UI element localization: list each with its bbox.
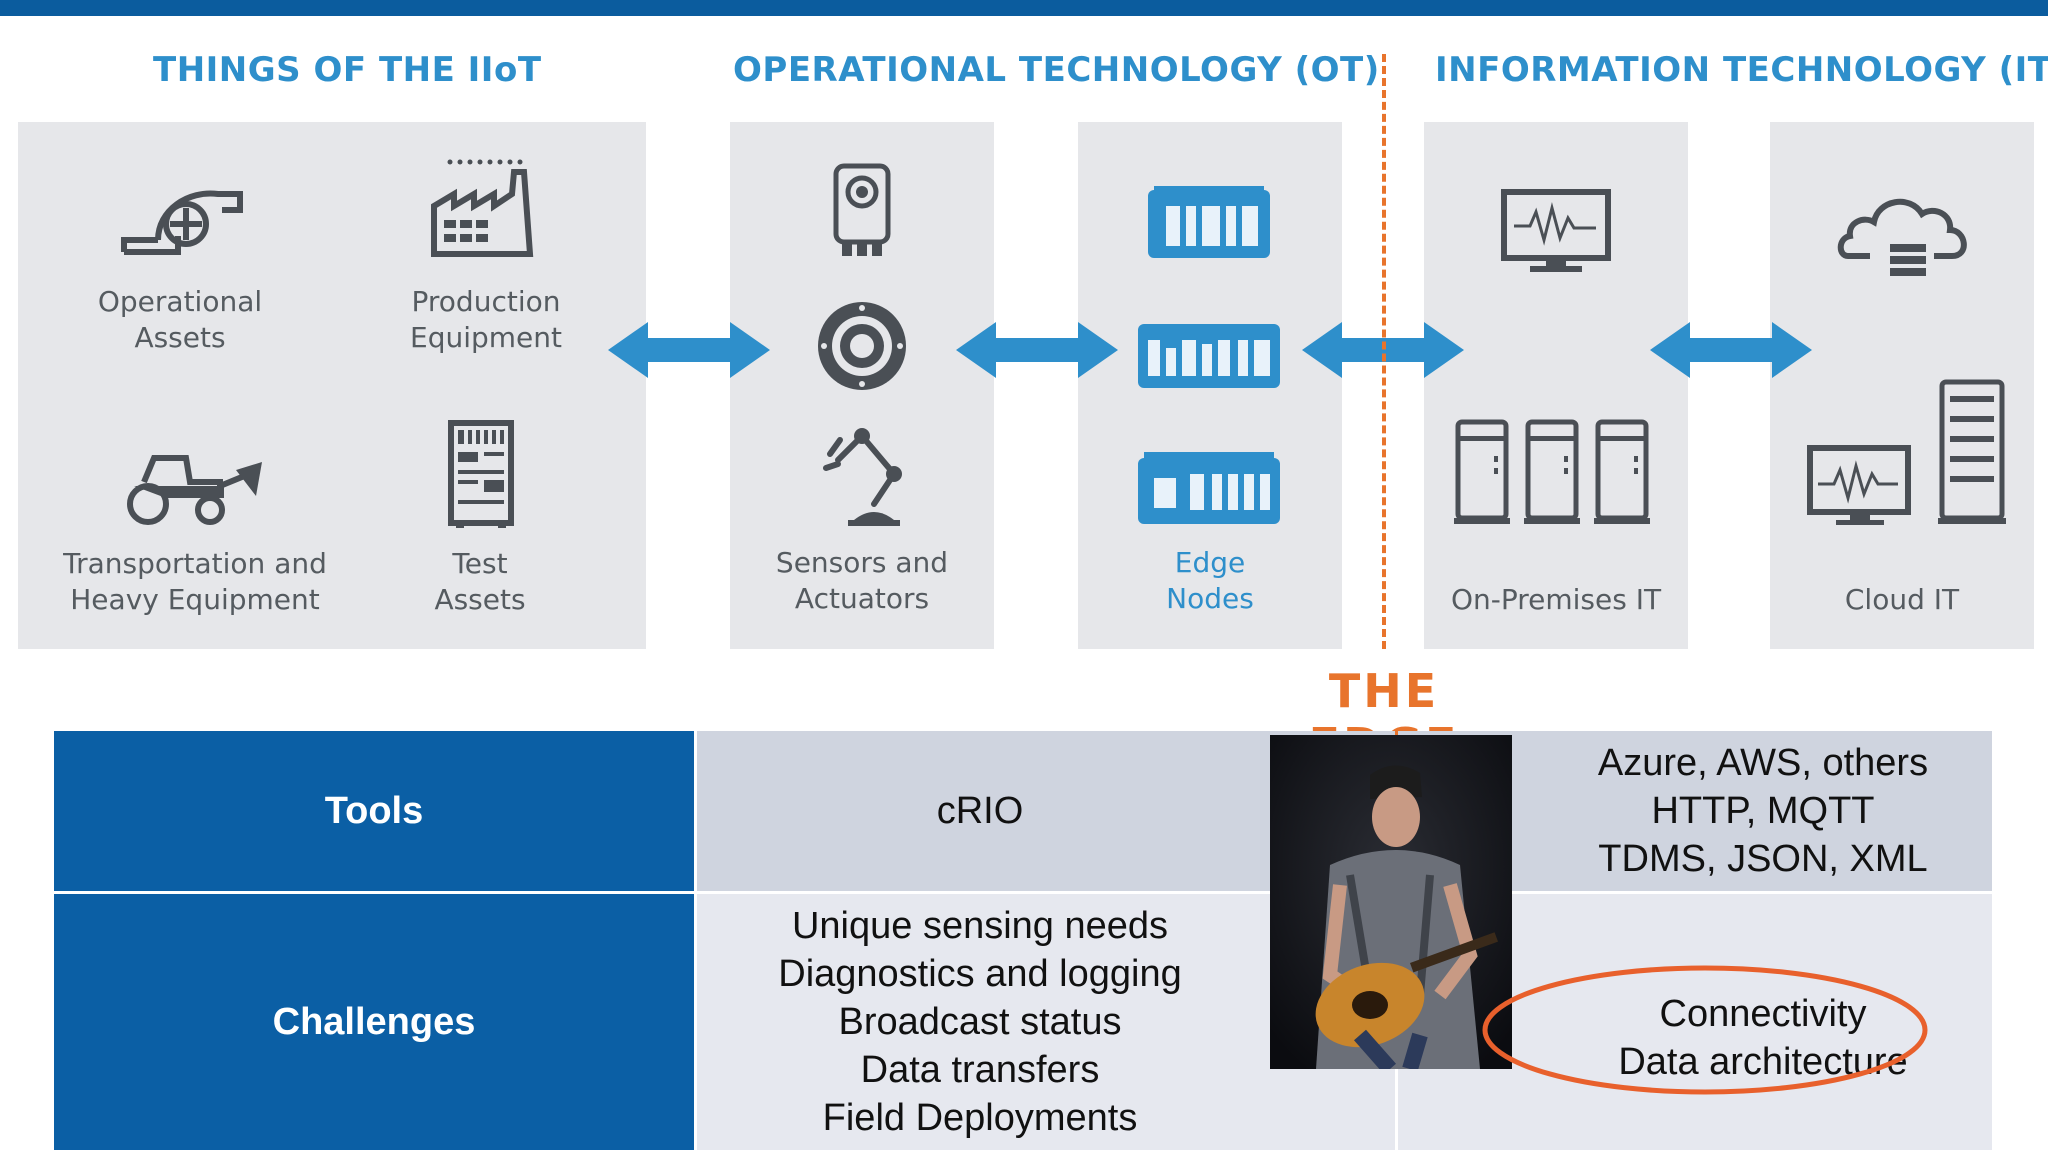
turbine-icon xyxy=(121,190,243,255)
label-transportation: Transportation and Heavy Equipment xyxy=(63,547,327,616)
label-edge-nodes: Edge Nodes xyxy=(1166,546,1254,615)
label-cloud: Cloud IT xyxy=(1844,583,1960,616)
panel-cloud xyxy=(1770,122,2034,649)
tools-it-text: Azure, AWS, others HTTP, MQTT TDMS, JSON… xyxy=(1597,742,1929,880)
challenges-ot-text: Unique sensing needs Diagnostics and log… xyxy=(778,905,1182,1139)
test-rack-icon xyxy=(448,420,514,528)
cloud-icon xyxy=(1837,198,1967,276)
top-bar xyxy=(0,0,2048,16)
monitor-icon xyxy=(1501,189,1611,272)
double-arrow-icon xyxy=(608,322,770,378)
edge-device-2-icon xyxy=(1138,324,1280,388)
label-test-assets: Test Assets xyxy=(434,547,526,616)
challenges-header-cell: Challenges xyxy=(54,894,694,1150)
speaker-sensor-icon xyxy=(818,302,906,390)
double-arrow-icon xyxy=(1650,322,1812,378)
edge-device-3-icon xyxy=(1138,452,1280,524)
heading-ot: OPERATIONAL TECHNOLOGY (OT) xyxy=(733,50,1380,90)
tractor-icon xyxy=(127,455,262,525)
label-operational-assets: Operational Assets xyxy=(97,285,263,354)
panel-things xyxy=(18,122,646,649)
heading-iiot: THINGS OF THE IIoT xyxy=(153,50,542,90)
challenges-it-text: Connectivity Data architecture xyxy=(1618,993,1908,1083)
double-arrow-icon xyxy=(956,322,1118,378)
camera-sensor-icon xyxy=(833,163,891,256)
factory-icon xyxy=(431,159,534,257)
label-sensors: Sensors and Actuators xyxy=(775,546,949,615)
label-production-equipment: Production Equipment xyxy=(410,285,562,354)
edge-device-1-icon xyxy=(1148,186,1270,258)
servers-icon xyxy=(1454,419,1650,524)
heading-it: INFORMATION TECHNOLOGY (IT) xyxy=(1435,50,2048,90)
highlight-oval xyxy=(1482,965,1928,1095)
guitarist-photo xyxy=(1270,735,1512,1069)
label-on-premises: On-Premises IT xyxy=(1450,583,1662,616)
robot-arm-icon xyxy=(823,428,902,526)
edge-divider xyxy=(1382,54,1386,649)
tools-ot-text: cRIO xyxy=(936,790,1024,832)
tools-header-cell: Tools xyxy=(54,731,694,891)
cloud-servers-icon xyxy=(1807,379,2006,525)
panel-on-premises xyxy=(1424,122,1688,649)
